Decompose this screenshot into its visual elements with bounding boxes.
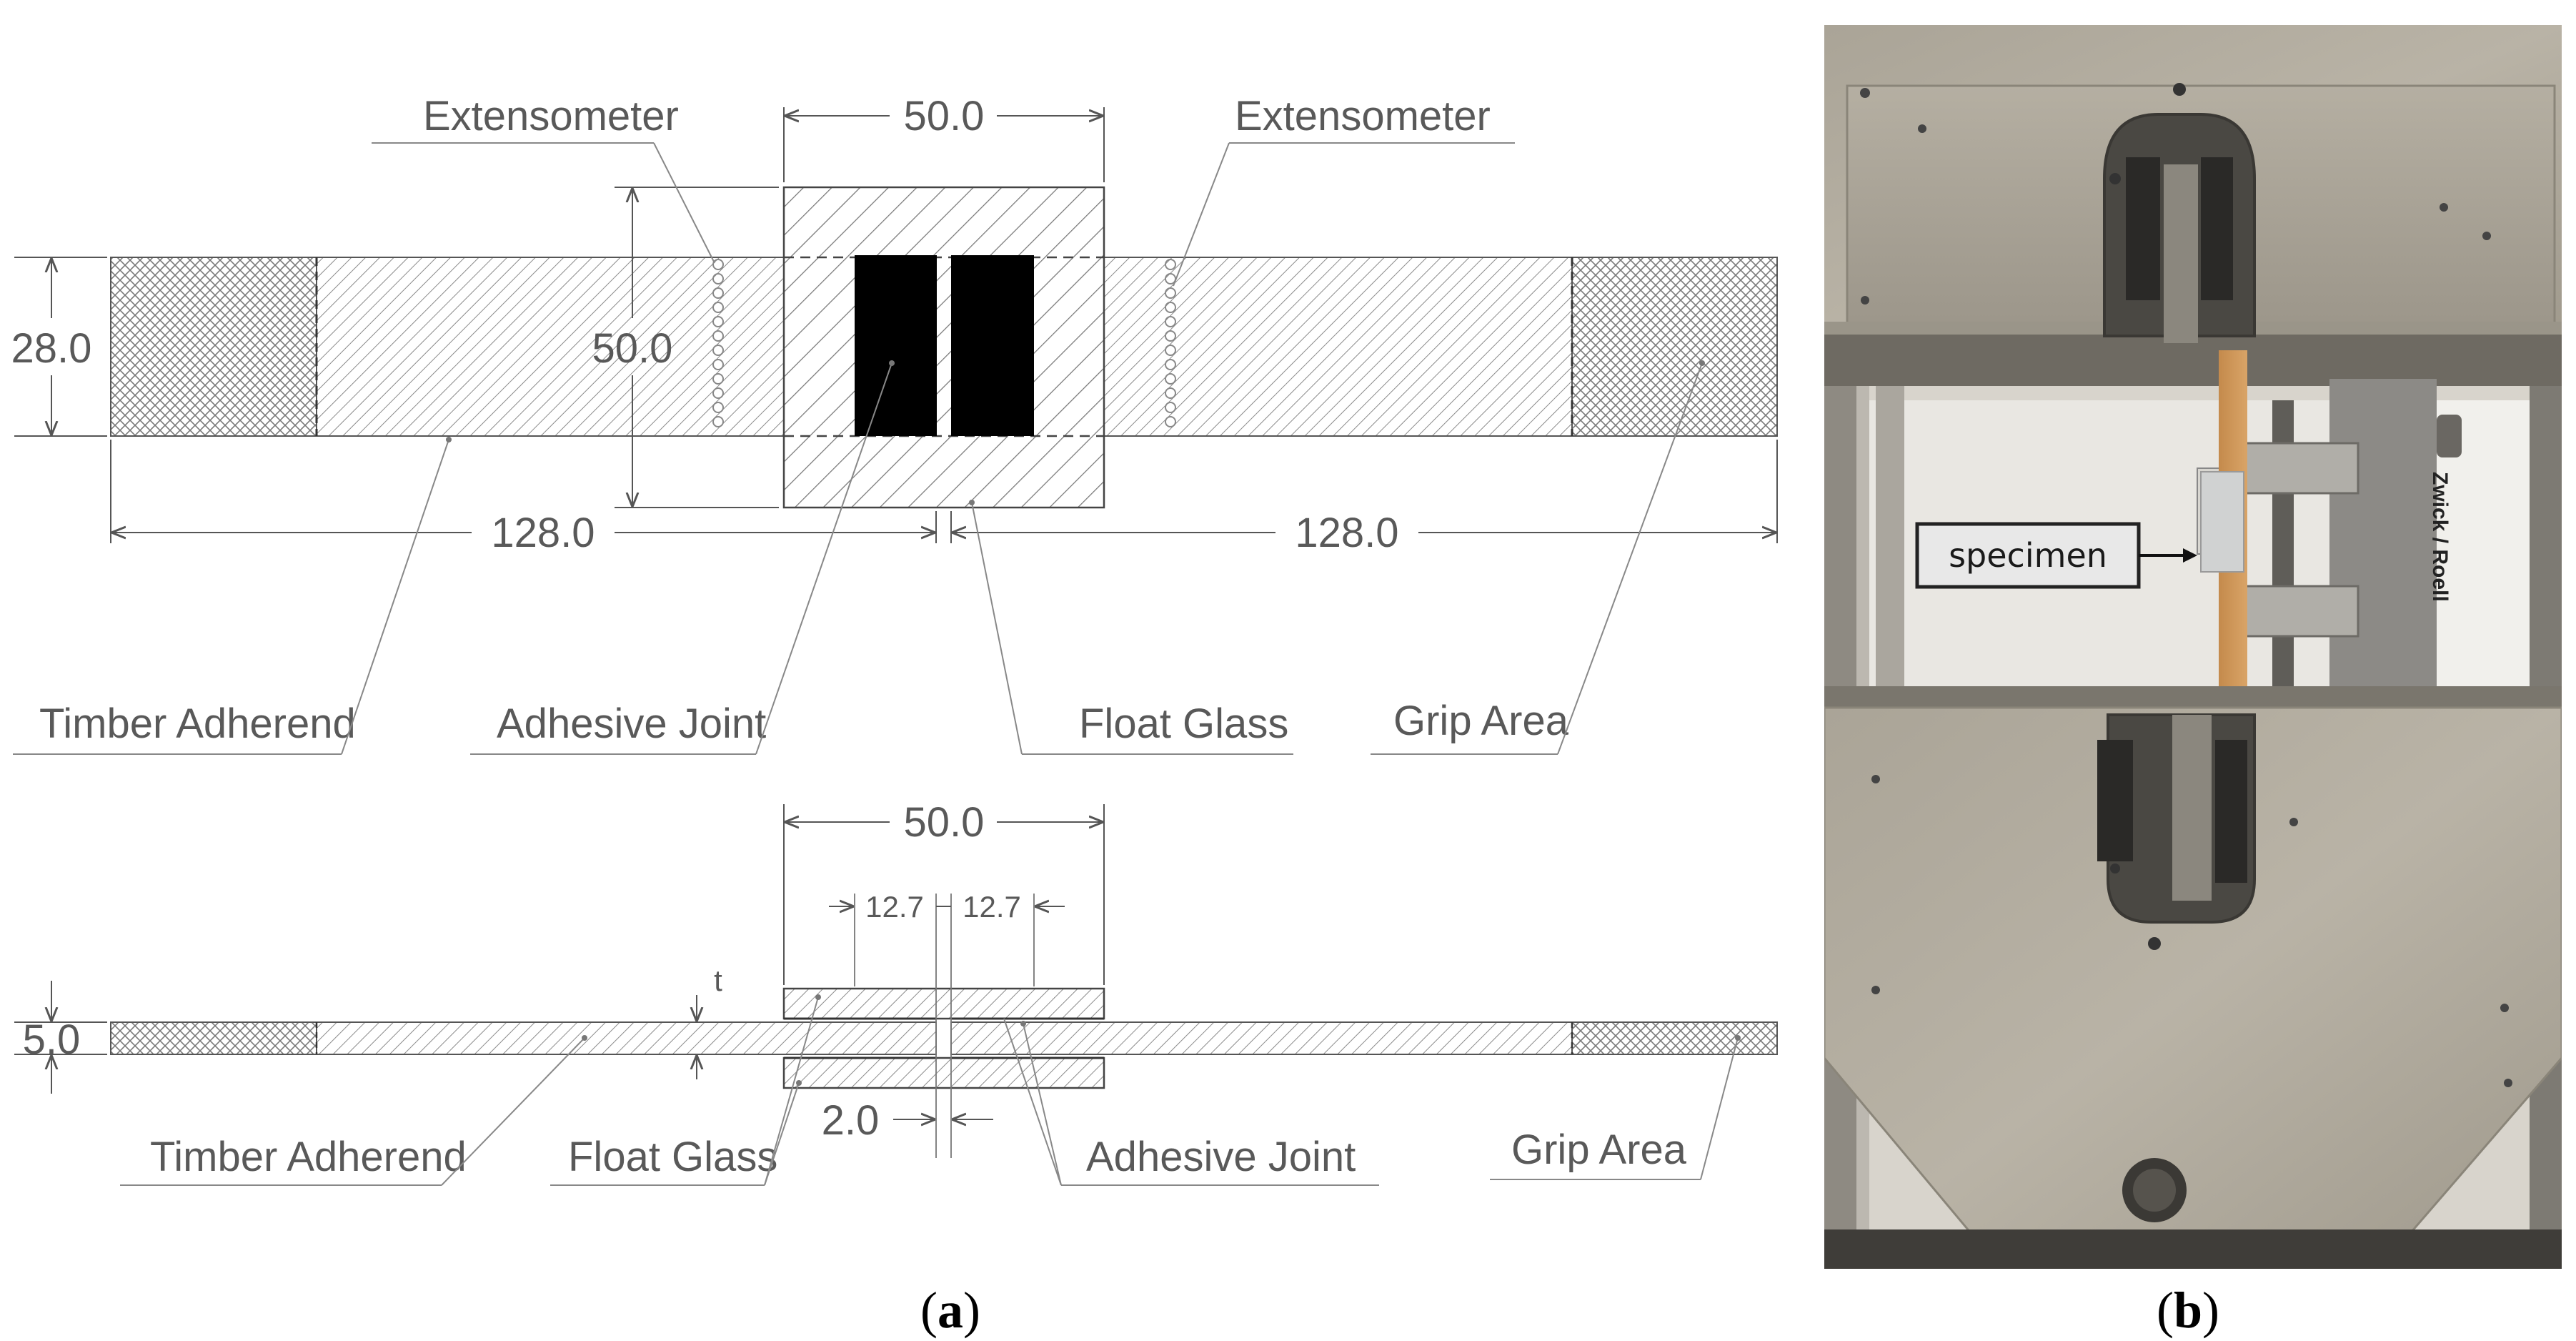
adhesive-joint-right <box>951 255 1034 436</box>
caption-a: (a) <box>920 1282 980 1339</box>
right-timber-adherend <box>1103 257 1573 437</box>
test-machine-photo: Zwick / Roell specimen <box>1824 25 2562 1269</box>
top-view-drawing: 50.0 28.0 50.0 128.0 128.0 Extensometer … <box>11 93 1778 755</box>
side-glass-bottom <box>782 1057 1105 1089</box>
side-dim-thickness: 5.0 <box>23 1016 81 1063</box>
label-extensometer-left: Extensometer <box>423 93 679 139</box>
left-timber-adherend <box>316 257 785 437</box>
side-left-adherend <box>316 1021 937 1055</box>
side-label-timber-adherend: Timber Adherend <box>150 1134 467 1180</box>
label-grip-area: Grip Area <box>1393 698 1569 744</box>
side-label-adhesive-joint: Adhesive Joint <box>1086 1134 1356 1180</box>
side-dim-left-overlap: 12.7 <box>865 890 924 924</box>
adhesive-joint-left <box>855 255 937 436</box>
dim-adherend-height: 28.0 <box>11 325 92 372</box>
specimen-label: specimen <box>1949 536 2107 575</box>
side-label-float-glass: Float Glass <box>568 1134 777 1180</box>
caption-b: (b) <box>2157 1282 2219 1339</box>
side-dim-width: 50.0 <box>904 799 985 846</box>
left-grip-area <box>110 257 317 437</box>
side-dim-right-overlap: 12.7 <box>963 890 1021 924</box>
side-left-grip <box>110 1021 317 1055</box>
side-label-grip-area: Grip Area <box>1511 1127 1687 1173</box>
side-glass-top <box>782 987 1105 1020</box>
label-timber-adherend: Timber Adherend <box>39 701 356 747</box>
side-right-grip <box>1571 1021 1778 1055</box>
brand-text: Zwick / Roell <box>2428 472 2452 602</box>
side-dim-thickness-symbol: t <box>714 964 722 997</box>
extensometer-dots-right <box>1165 259 1176 427</box>
label-adhesive-joint: Adhesive Joint <box>497 701 766 747</box>
dim-glass-height: 50.0 <box>592 325 673 372</box>
side-right-adherend <box>950 1021 1573 1055</box>
right-grip-area <box>1571 257 1778 437</box>
dim-top-width: 50.0 <box>904 93 985 139</box>
dim-length-left: 128.0 <box>491 510 595 556</box>
dim-length-right: 128.0 <box>1295 510 1398 556</box>
extensometer-dots-left <box>712 259 724 427</box>
side-view-drawing: 50.0 12.7 12.7 t 5.0 2.0 Timber Adherend… <box>14 799 1778 1186</box>
side-dim-gap: 2.0 <box>822 1097 880 1144</box>
float-glass-square <box>782 186 1105 509</box>
label-extensometer-right: Extensometer <box>1235 93 1491 139</box>
label-float-glass: Float Glass <box>1079 701 1288 747</box>
